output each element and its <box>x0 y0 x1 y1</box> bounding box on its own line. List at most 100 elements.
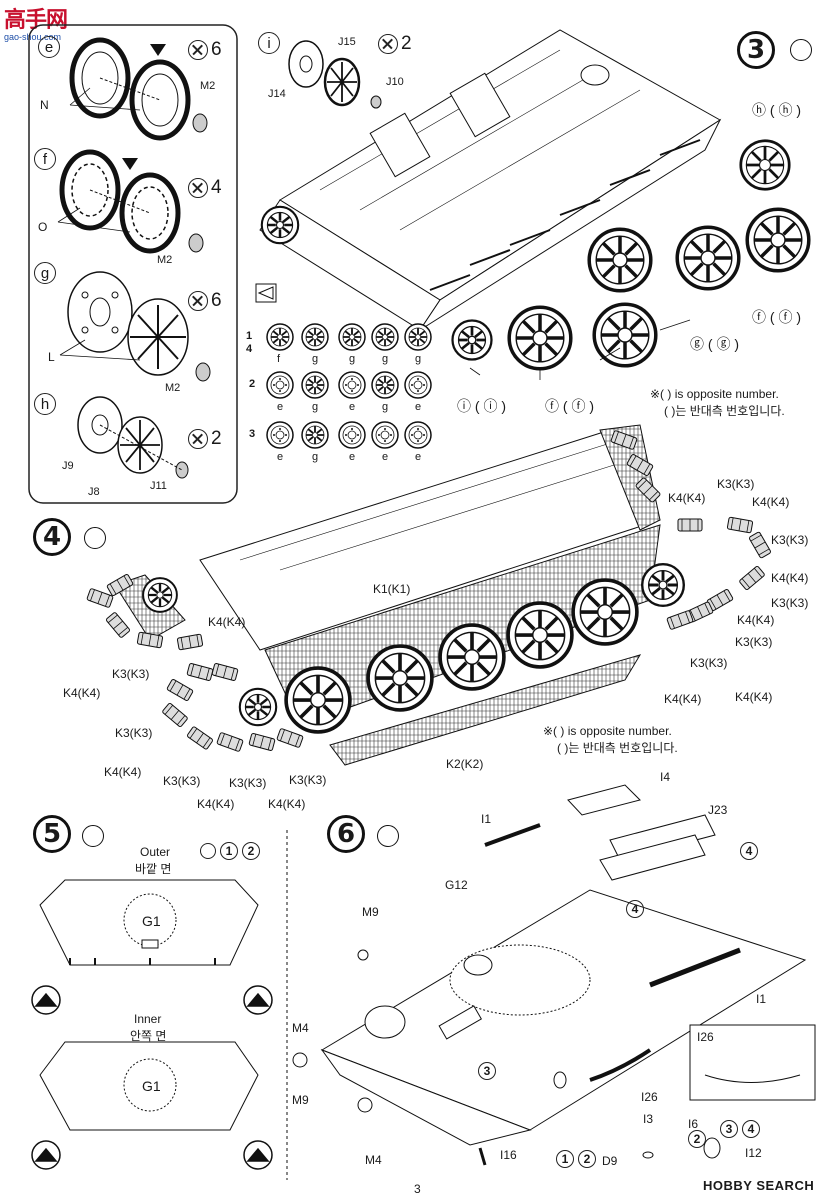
wheel-f-right <box>745 207 811 273</box>
part-label: I16 <box>500 1148 517 1162</box>
subassembly-i-quantity: 2 <box>378 33 412 55</box>
subassembly-e-drawing <box>69 37 208 141</box>
subassembly-i-label: i <box>258 32 280 54</box>
times-icon <box>378 34 398 54</box>
order-1: 1 <box>220 842 238 860</box>
wheel-letter: e <box>277 451 284 463</box>
wheel-letter: g <box>312 451 319 463</box>
outer-label: Outer <box>140 845 171 859</box>
outer-label-ko: 바깥 면 <box>135 862 172 876</box>
wheel-label-f-mid: ⓕ ( ⓕ ) <box>545 398 594 414</box>
step3-hull-drawing <box>259 29 722 331</box>
step6-number: 6 <box>327 815 365 853</box>
subassembly-h-drawing <box>77 396 189 479</box>
step4-number: 4 <box>33 518 71 556</box>
wheel-label-f-right: ⓕ ( ⓕ ) <box>752 309 801 325</box>
part-label: I1 <box>481 812 492 826</box>
times-icon <box>188 291 208 311</box>
ref-1: 1 <box>556 1150 574 1168</box>
wheel-letter: e <box>415 401 422 413</box>
part-label: D9 <box>602 1154 618 1168</box>
wheel-row-label: 2 <box>249 378 256 390</box>
part-label: M9 <box>292 1093 309 1107</box>
ref-3: 3 <box>478 1062 496 1080</box>
wheel-letter: g <box>382 353 389 365</box>
part-label: I26 <box>641 1090 658 1104</box>
subassembly-g-drawing <box>59 271 211 382</box>
step5-plate-inner <box>39 1041 259 1131</box>
part-label: M4 <box>292 1021 309 1035</box>
order-2: 2 <box>242 842 260 860</box>
wheel-letter: f <box>277 353 281 365</box>
wheel-label-h: ⓗ ( ⓗ ) <box>752 102 801 118</box>
part-label: O <box>38 220 48 234</box>
track-label-k3: K3(K3) <box>735 635 773 649</box>
wheel-i <box>451 319 493 361</box>
watermark-logo: 高手网 gao-shou.com <box>4 2 68 42</box>
wheel-letter: e <box>415 451 422 463</box>
subassembly-f-label: f <box>34 148 56 170</box>
subassembly-e-label: e <box>38 36 60 58</box>
part-label: J11 <box>150 480 167 492</box>
wheel-row-label: 3 <box>249 428 256 440</box>
watermark-url: gao-shou.com <box>4 32 62 42</box>
track-label-k3: K3(K3) <box>112 667 150 681</box>
times-icon <box>188 178 208 198</box>
wheel-letter: g <box>349 353 356 365</box>
track-label-k3: K3(K3) <box>163 774 201 788</box>
wheel-letter: g <box>312 353 319 365</box>
ref-3: 3 <box>720 1120 738 1138</box>
part-label: M9 <box>362 905 379 919</box>
wheel-h <box>739 139 791 191</box>
wheel-order-table <box>255 283 432 449</box>
footer-watermark: HOBBY SEARCH <box>703 1178 815 1193</box>
track-label-k3: K3(K3) <box>115 726 153 740</box>
part-label: M4 <box>365 1153 382 1167</box>
wheel-letter: e <box>349 401 356 413</box>
opposite-note-ko: ( )는 반대측 번호입니다. <box>664 404 785 418</box>
part-label: I12 <box>745 1146 762 1160</box>
wheel-f-mid <box>507 305 573 371</box>
step5-icons <box>31 985 273 1170</box>
track-label-k4: K4(K4) <box>668 491 706 505</box>
pliers-icon <box>377 825 399 847</box>
subassembly-g-quantity: 6 <box>188 290 222 312</box>
track-label-k4: K4(K4) <box>664 692 702 706</box>
subassembly-f-quantity: 4 <box>188 177 222 199</box>
wheel-letter: e <box>382 451 389 463</box>
ref-2: 2 <box>578 1150 596 1168</box>
ref-4: 4 <box>740 842 758 860</box>
track-label-k4: K4(K4) <box>771 571 809 585</box>
step5-order: 1 2 <box>200 842 260 860</box>
part-g1-outer: G1 <box>142 913 161 929</box>
wheel-letter: g <box>382 401 389 413</box>
part-label: N <box>40 98 49 112</box>
track-label-k3: K3(K3) <box>771 533 809 547</box>
part-label: J15 <box>338 36 356 48</box>
wheel-g-right <box>675 225 741 291</box>
part-label: G12 <box>445 878 468 892</box>
track-label-k4: K4(K4) <box>268 797 306 811</box>
part-label: M2 <box>200 80 216 92</box>
wheel-letter: e <box>349 451 356 463</box>
part-label: M2 <box>165 382 181 394</box>
track-label-k4: K4(K4) <box>197 797 235 811</box>
wheel-g-low <box>592 302 658 368</box>
step6-hull-drawing <box>320 784 816 1166</box>
subassembly-f-drawing <box>57 149 204 254</box>
part-label: I6 <box>688 1117 699 1131</box>
pliers-icon <box>84 527 106 549</box>
step5-plate-outer <box>39 879 259 966</box>
track-label-k3: K3(K3) <box>690 656 728 670</box>
pliers-icon <box>82 825 104 847</box>
flag-icon <box>200 843 216 859</box>
inner-label: Inner <box>134 1012 162 1026</box>
ref-2: 2 <box>688 1130 706 1148</box>
page-number: 3 <box>414 1182 421 1196</box>
track-label-k3: K3(K3) <box>229 776 267 790</box>
part-label: I3 <box>643 1112 654 1126</box>
track-label-k3: K3(K3) <box>771 596 809 610</box>
wheel-label-g: ⓖ ( ⓖ ) <box>690 336 739 352</box>
times-icon <box>188 429 208 449</box>
